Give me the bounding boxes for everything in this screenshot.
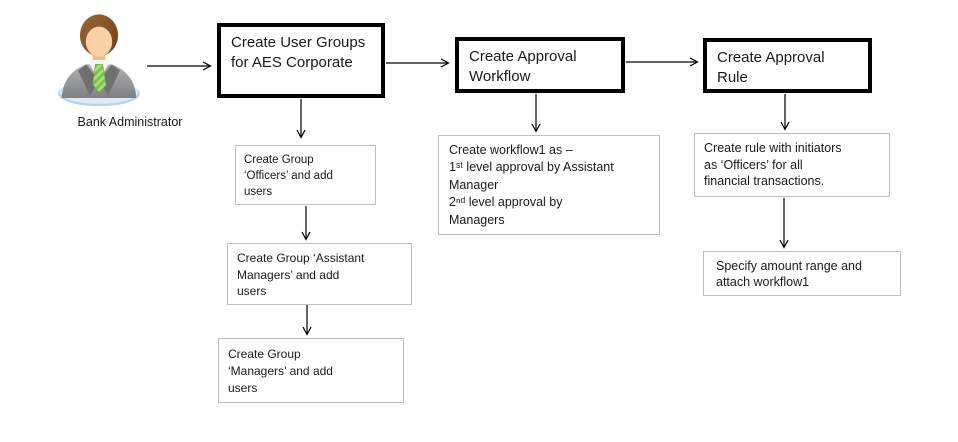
- step-create-approval-workflow: Create Approval Workflow: [455, 37, 625, 93]
- person-avatar-icon: [58, 14, 140, 107]
- avatar-lapel-left: [78, 64, 99, 96]
- note-create-rule-initiators: Create rule with initiators as ‘Officers…: [694, 133, 890, 197]
- step-create-user-groups: Create User Groups for AES Corporate: [217, 23, 385, 98]
- avatar-face: [85, 26, 113, 57]
- step-create-approval-rule: Create Approval Rule: [703, 38, 872, 93]
- note-create-group-managers: Create Group ‘Managers’ and add users: [218, 338, 404, 403]
- note-specify-amount-range: Specify amount range and attach workflow…: [703, 251, 901, 296]
- avatar-tie: [92, 64, 107, 93]
- actor-label: Bank Administrator: [77, 115, 183, 129]
- note-create-group-assistant-managers: Create Group ‘Assistant Managers’ and ad…: [227, 243, 412, 305]
- note-create-workflow1: Create workflow1 as – 1ˢᵗ level approval…: [438, 135, 660, 235]
- avatar-hair-fringe: [81, 15, 117, 43]
- note-create-group-officers: Create Group ‘Officers’ and add users: [235, 145, 376, 205]
